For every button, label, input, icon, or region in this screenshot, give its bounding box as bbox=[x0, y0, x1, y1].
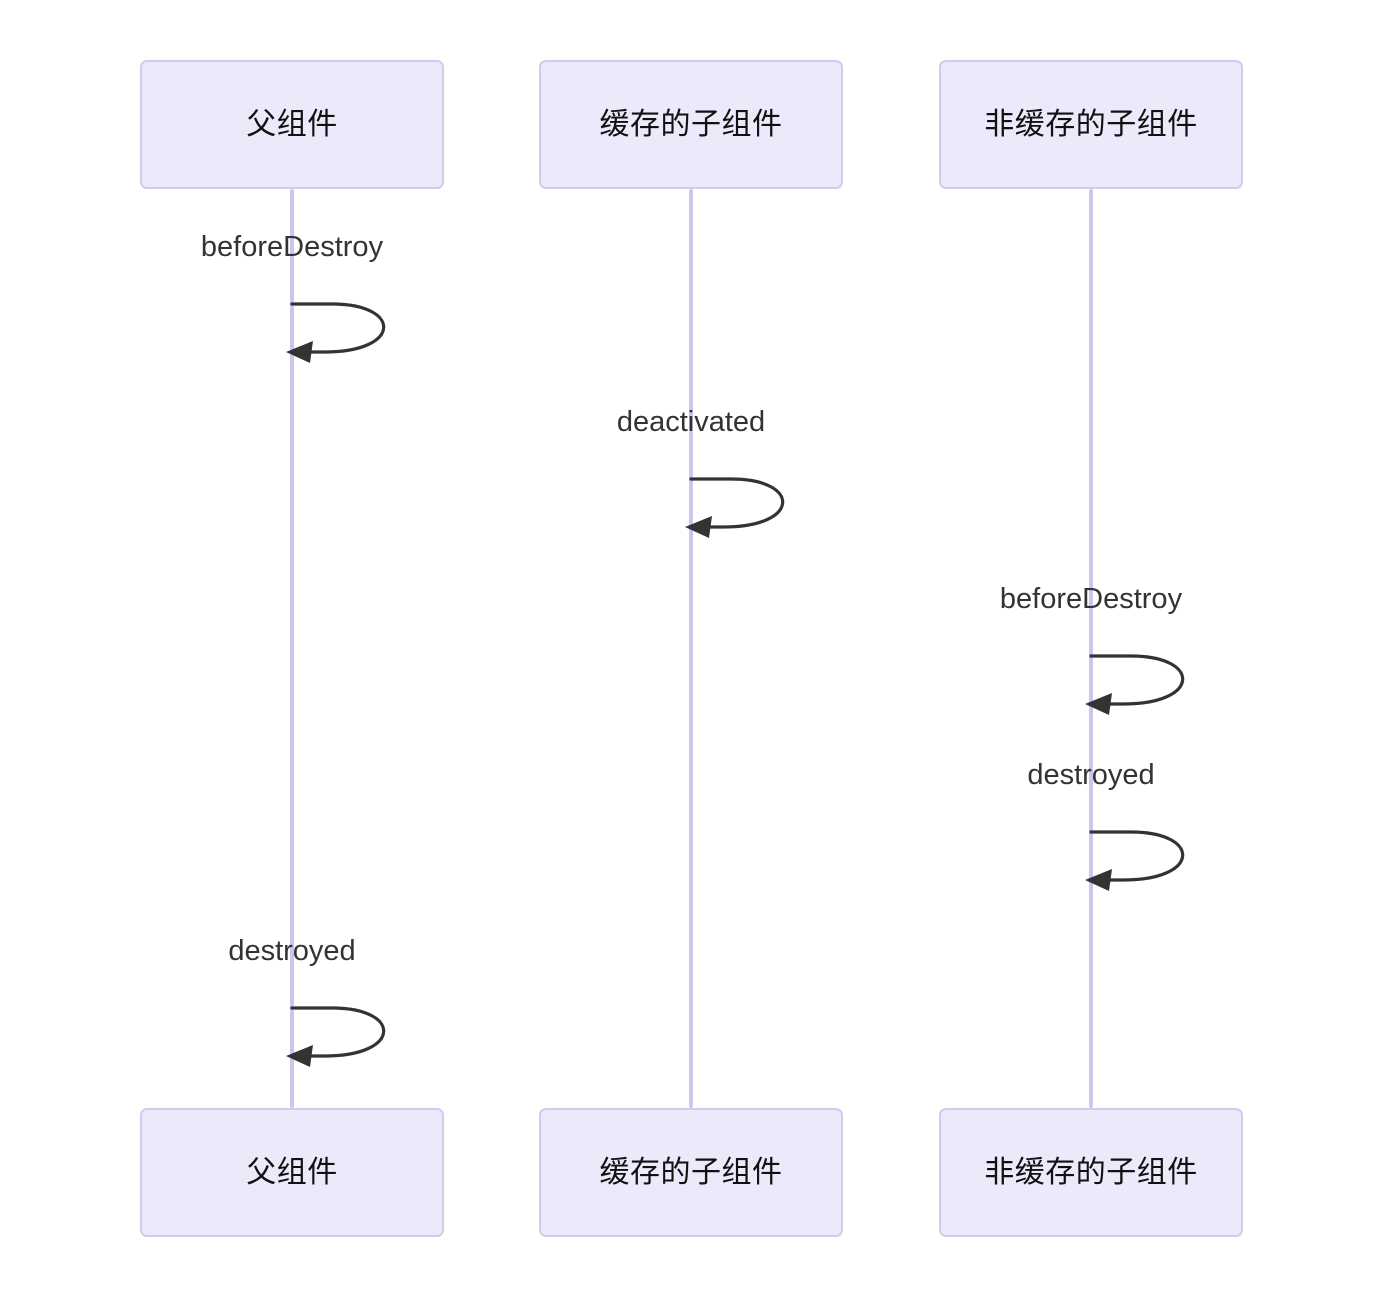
participant-label-parent: 父组件 bbox=[246, 106, 338, 142]
arrow-path bbox=[1089, 830, 1185, 882]
arrow-path bbox=[689, 477, 785, 529]
arrow-path bbox=[290, 302, 386, 354]
message-label-m1: beforeDestroy bbox=[200, 231, 384, 263]
participant-box-parent-top[interactable]: 父组件 bbox=[140, 60, 444, 189]
message-label-m2: deactivated bbox=[616, 406, 766, 438]
arrow-path bbox=[1089, 654, 1185, 706]
participant-box-uncached-child-bottom[interactable]: 非缓存的子组件 bbox=[939, 1108, 1243, 1237]
self-call-arrow-m5 bbox=[286, 1006, 386, 1067]
participant-box-parent-bottom[interactable]: 父组件 bbox=[140, 1108, 444, 1237]
lifeline-uncached-child bbox=[1089, 189, 1093, 1108]
participant-box-cached-child-bottom[interactable]: 缓存的子组件 bbox=[539, 1108, 843, 1237]
participant-label-cached-child: 缓存的子组件 bbox=[599, 1154, 783, 1190]
participant-label-uncached-child: 非缓存的子组件 bbox=[984, 1154, 1198, 1190]
lifeline-parent bbox=[290, 189, 294, 1108]
lifeline-cached-child bbox=[689, 189, 693, 1108]
message-label-m4: destroyed bbox=[1027, 759, 1155, 791]
self-call-arrow-m1 bbox=[286, 302, 386, 363]
participant-label-uncached-child: 非缓存的子组件 bbox=[984, 106, 1198, 142]
arrow-path bbox=[290, 1006, 386, 1058]
message-label-m5: destroyed bbox=[228, 935, 356, 967]
self-call-arrow-m3 bbox=[1085, 654, 1185, 715]
self-call-arrow-m4 bbox=[1085, 830, 1185, 891]
self-call-arrow-m2 bbox=[685, 477, 785, 538]
participant-box-uncached-child-top[interactable]: 非缓存的子组件 bbox=[939, 60, 1243, 189]
message-label-m3: beforeDestroy bbox=[999, 583, 1183, 615]
participant-label-parent: 父组件 bbox=[246, 1154, 338, 1190]
participant-label-cached-child: 缓存的子组件 bbox=[599, 106, 783, 142]
participant-box-cached-child-top[interactable]: 缓存的子组件 bbox=[539, 60, 843, 189]
